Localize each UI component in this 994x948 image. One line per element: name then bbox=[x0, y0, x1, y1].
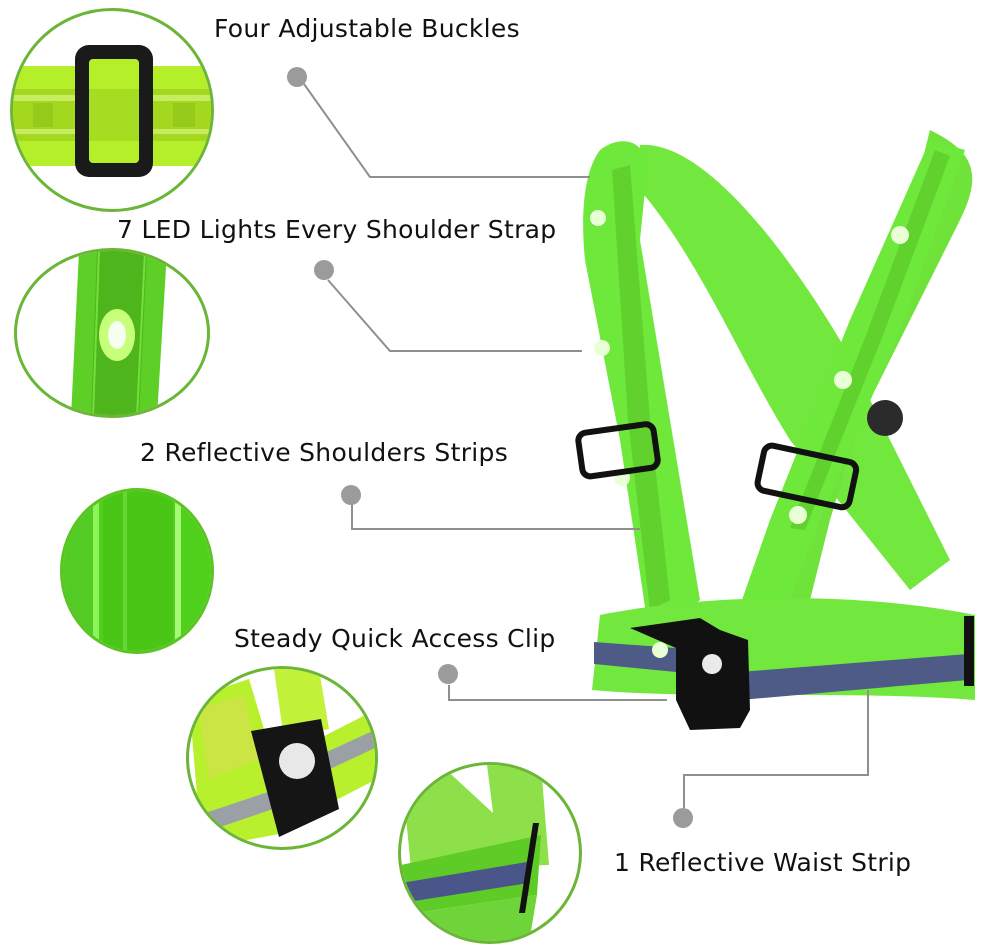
callout-dot-shoulder-strips bbox=[341, 485, 361, 505]
detail-reflective-strip-closeup bbox=[60, 488, 214, 654]
detail-waist-closeup bbox=[398, 762, 582, 944]
waist-closeup-image bbox=[401, 765, 549, 941]
callout-label-clip: Steady Quick Access Clip bbox=[234, 624, 556, 653]
detail-clip-closeup bbox=[186, 666, 378, 850]
callout-label-waist: 1 Reflective Waist Strip bbox=[614, 848, 912, 877]
callout-label-buckles: Four Adjustable Buckles bbox=[214, 14, 520, 43]
clip-closeup-image bbox=[189, 669, 375, 847]
detail-buckle-closeup bbox=[10, 8, 214, 212]
callout-dot-buckles bbox=[287, 67, 307, 87]
left-strap-buckle bbox=[575, 421, 661, 480]
callout-dot-clip bbox=[438, 664, 458, 684]
callout-label-led: 7 LED Lights Every Shoulder Strap bbox=[117, 215, 557, 244]
buckle-closeup-image bbox=[13, 45, 211, 177]
detail-led-closeup bbox=[14, 248, 210, 418]
right-strap-buckle bbox=[754, 442, 860, 511]
callout-dot-led bbox=[314, 260, 334, 280]
callout-label-shoulder-strips: 2 Reflective Shoulders Strips bbox=[140, 438, 509, 467]
reflective-strip-closeup-image bbox=[63, 491, 211, 651]
led-closeup-image bbox=[71, 251, 167, 415]
callout-dot-waist bbox=[673, 808, 693, 828]
